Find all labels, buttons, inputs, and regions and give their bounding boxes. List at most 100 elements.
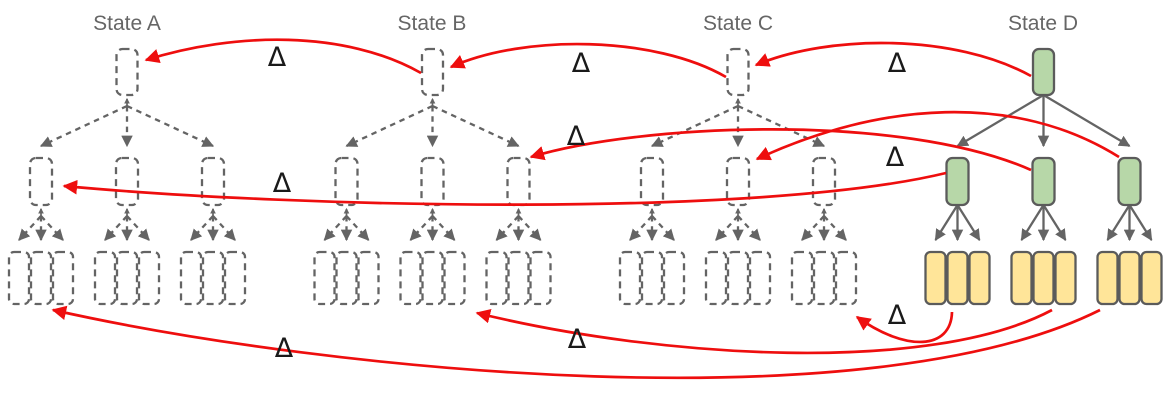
delta-arrows — [51, 38, 1120, 380]
tree-edge — [1042, 204, 1067, 241]
delta-labels: Δ Δ Δ Δ Δ Δ Δ Δ Δ — [268, 42, 907, 364]
tree-edge — [956, 204, 981, 241]
tree-edge — [126, 215, 150, 241]
tree-node-leaf — [1140, 250, 1163, 306]
tree-node-mid — [1031, 156, 1056, 207]
state-title-A: State A — [93, 12, 161, 35]
delta-arrow-root-B-to-A — [144, 38, 422, 75]
tree-node-mid — [639, 156, 665, 207]
tree-edge — [956, 94, 1045, 147]
tree-node-root — [726, 47, 750, 97]
tree-edge — [517, 215, 542, 241]
tree-edge — [345, 104, 433, 148]
tree-node-root — [115, 47, 139, 97]
tree-node-leaf — [443, 250, 466, 306]
tree-edge — [715, 215, 739, 241]
delta-arrow-leaf-D-to-B — [475, 308, 1053, 355]
tree-edge — [39, 104, 128, 148]
delta-label-mid-B: Δ — [567, 121, 586, 152]
tree-edge — [650, 104, 739, 148]
tree-node-leaf — [748, 250, 772, 306]
tree-node-root — [1031, 47, 1056, 97]
tree-edge — [431, 215, 456, 241]
state-title-B: State B — [398, 12, 467, 35]
tree-node-leaf — [812, 250, 836, 306]
tree-edge — [104, 215, 128, 241]
tree-node-leaf — [1054, 250, 1077, 306]
tree-node-leaf — [223, 250, 247, 306]
state-titles: State A State B State C State D — [93, 12, 1078, 35]
tree-node-root — [420, 47, 445, 97]
state-title-C: State C — [703, 12, 773, 35]
tree-node-mid — [28, 156, 54, 207]
tree-node-leaf — [507, 250, 530, 306]
tree-edge — [801, 215, 825, 241]
tree-node-leaf — [137, 250, 161, 306]
tree-node-mid — [1117, 156, 1142, 207]
tree-node-leaf — [399, 250, 422, 306]
tree-node-leaf — [313, 250, 336, 306]
delta-arrow-leaf-D-to-C — [855, 311, 954, 344]
tree-edge — [1020, 204, 1045, 241]
tree-node-mid — [506, 156, 531, 207]
tree-node-mid — [200, 156, 226, 207]
state-tree-C — [618, 47, 858, 306]
tree-edge — [190, 215, 214, 241]
delta-arrow-root-C-to-B — [449, 42, 727, 79]
tree-node-leaf — [726, 250, 750, 306]
tree-edge — [40, 215, 64, 241]
tree-edge — [323, 215, 348, 241]
tree-node-leaf — [115, 250, 139, 306]
tree-node-mid — [945, 156, 970, 207]
delta-arrow-mid-D-to-B — [529, 128, 1032, 172]
tree-edge — [737, 215, 761, 241]
tree-node-leaf — [335, 250, 358, 306]
tree-edge — [1106, 204, 1131, 241]
tree-node-leaf — [834, 250, 858, 306]
tree-node-leaf — [357, 250, 380, 306]
tree-edge — [212, 215, 236, 241]
tree-node-leaf — [968, 250, 991, 306]
tree-node-leaf — [704, 250, 728, 306]
tree-node-leaf — [7, 250, 31, 306]
tree-node-mid — [811, 156, 837, 207]
tree-node-leaf — [1118, 250, 1141, 306]
tree-node-mid — [334, 156, 359, 207]
tree-node-mid — [114, 156, 140, 207]
delta-label-root-A: Δ — [268, 42, 287, 73]
tree-edge — [629, 215, 653, 241]
tree-edge — [934, 204, 959, 241]
tree-edge — [651, 215, 675, 241]
tree-edge — [409, 215, 434, 241]
tree-node-leaf — [421, 250, 444, 306]
tree-edge — [18, 215, 42, 241]
tree-node-leaf — [51, 250, 75, 306]
tree-node-leaf — [179, 250, 203, 306]
delta-label-mid-C: Δ — [886, 142, 905, 173]
tree-node-leaf — [29, 250, 53, 306]
delta-label-mid-A: Δ — [273, 168, 292, 199]
delta-label-leaf-A: Δ — [275, 333, 294, 364]
tree-edge — [1042, 94, 1131, 147]
tree-node-leaf — [201, 250, 225, 306]
tree-edge — [495, 215, 520, 241]
tree-node-leaf — [93, 250, 117, 306]
tree-node-leaf — [485, 250, 508, 306]
state-tree-B — [313, 47, 552, 306]
delta-label-leaf-C: Δ — [888, 300, 907, 331]
tree-node-leaf — [946, 250, 969, 306]
tree-node-leaf — [1096, 250, 1119, 306]
tree-node-leaf — [662, 250, 686, 306]
tree-node-leaf — [1032, 250, 1055, 306]
tree-node-leaf — [640, 250, 664, 306]
delta-label-leaf-B: Δ — [568, 324, 587, 355]
tree-node-mid — [420, 156, 445, 207]
tree-node-leaf — [618, 250, 642, 306]
tree-node-leaf — [1010, 250, 1033, 306]
tree-node-leaf — [924, 250, 947, 306]
delta-label-root-B: Δ — [572, 48, 591, 79]
delta-label-root-C: Δ — [888, 48, 907, 79]
tree-node-leaf — [529, 250, 552, 306]
